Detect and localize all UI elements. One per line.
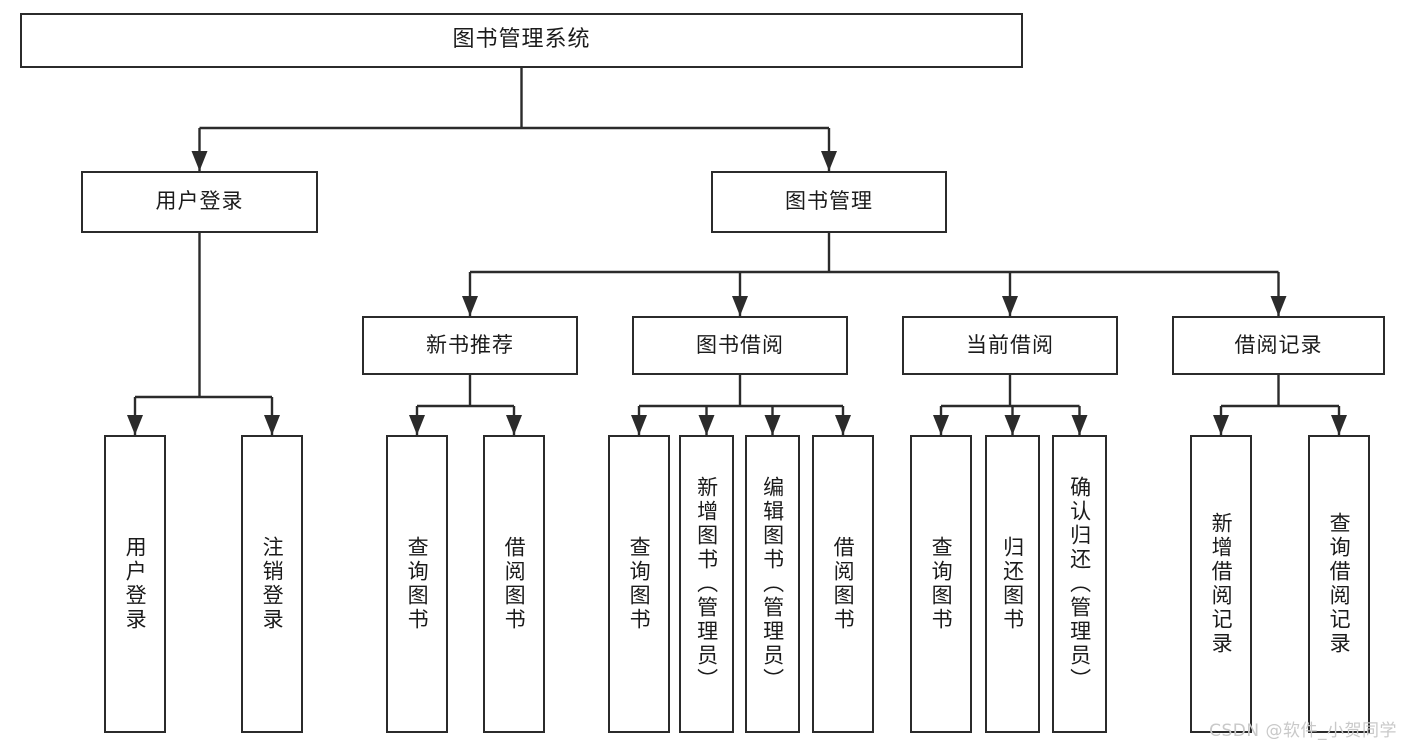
node-label: 借阅记录 <box>1234 332 1323 357</box>
node-label: 新增借阅记录 <box>1209 512 1234 656</box>
node-label: 注销登录 <box>260 536 285 632</box>
node-leaf-return-book[interactable]: 归还图书 <box>985 435 1040 733</box>
node-leaf-borrow-book-2[interactable]: 借阅图书 <box>812 435 874 733</box>
connector-arrowhead <box>835 415 851 435</box>
connector-arrowhead <box>1331 415 1347 435</box>
connector-arrowhead <box>698 415 715 435</box>
node-label: 图书管理 <box>785 189 873 214</box>
connector-arrowhead <box>1213 415 1229 435</box>
node-label: 查询借阅记录 <box>1327 512 1352 656</box>
node-leaf-query-book-2[interactable]: 查询图书 <box>608 435 670 733</box>
node-label: 归还图书 <box>1000 536 1025 632</box>
node-label: 用户登录 <box>155 189 244 214</box>
node-label: 查询图书 <box>929 536 954 632</box>
connector-arrowhead <box>462 296 478 316</box>
connector-arrowhead <box>264 415 280 435</box>
connector-arrowhead <box>1071 415 1088 435</box>
node-label: 图书借阅 <box>696 332 784 357</box>
connector-arrowhead <box>1004 415 1021 435</box>
node-leaf-query-book-3[interactable]: 查询图书 <box>910 435 972 733</box>
node-label: 确认归还（管理员） <box>1067 476 1092 692</box>
node-leaf-borrow-book-1[interactable]: 借阅图书 <box>483 435 545 733</box>
connector-arrowhead <box>1270 296 1287 316</box>
connector-arrowhead <box>127 415 143 435</box>
csdn-watermark: CSDN @软件_小贺同学 <box>1209 721 1397 741</box>
node-book-management[interactable]: 图书管理 <box>711 171 947 233</box>
node-label: 用户登录 <box>123 536 148 632</box>
node-leaf-query-book-1[interactable]: 查询图书 <box>386 435 448 733</box>
node-label: 查询图书 <box>405 536 430 632</box>
connector-arrowhead <box>732 296 748 316</box>
connector-arrowhead <box>409 415 425 435</box>
connector-arrowhead <box>191 151 208 171</box>
connector-arrowhead <box>933 415 949 435</box>
connector-arrowhead <box>631 415 647 435</box>
node-leaf-edit-book-admin[interactable]: 编辑图书（管理员） <box>745 435 800 733</box>
connector-arrowhead <box>764 415 781 435</box>
node-label: 借阅图书 <box>831 536 856 632</box>
node-book-borrow[interactable]: 图书借阅 <box>632 316 848 375</box>
node-leaf-user-login[interactable]: 用户登录 <box>104 435 166 733</box>
node-leaf-confirm-return-admin[interactable]: 确认归还（管理员） <box>1052 435 1107 733</box>
connector-arrowhead <box>821 151 837 171</box>
node-label: 新增图书（管理员） <box>694 476 719 692</box>
node-root-system[interactable]: 图书管理系统 <box>20 13 1023 68</box>
node-label: 编辑图书（管理员） <box>760 476 785 692</box>
node-user-login[interactable]: 用户登录 <box>81 171 318 233</box>
node-leaf-user-logout[interactable]: 注销登录 <box>241 435 303 733</box>
connector-arrowhead <box>1002 296 1018 316</box>
node-leaf-add-book-admin[interactable]: 新增图书（管理员） <box>679 435 734 733</box>
node-label: 查询图书 <box>627 536 652 632</box>
node-new-book-recommend[interactable]: 新书推荐 <box>362 316 578 375</box>
node-label: 新书推荐 <box>426 332 514 357</box>
node-label: 借阅图书 <box>502 536 527 632</box>
node-label: 图书管理系统 <box>452 27 591 53</box>
node-current-borrow[interactable]: 当前借阅 <box>902 316 1118 375</box>
node-leaf-add-borrow-record[interactable]: 新增借阅记录 <box>1190 435 1252 733</box>
node-borrow-record[interactable]: 借阅记录 <box>1172 316 1385 375</box>
node-leaf-query-borrow-record[interactable]: 查询借阅记录 <box>1308 435 1370 733</box>
node-label: 当前借阅 <box>966 332 1054 357</box>
connector-arrowhead <box>506 415 522 435</box>
